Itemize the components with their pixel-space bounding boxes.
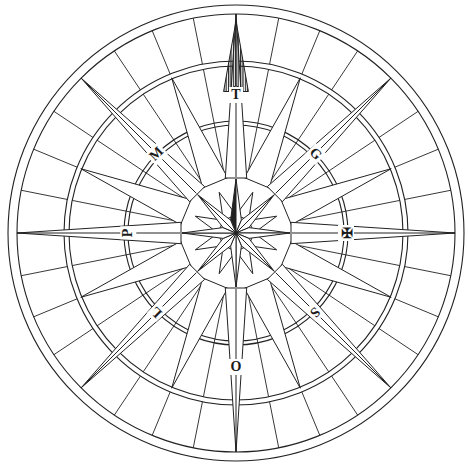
rhumb-line — [270, 18, 279, 64]
rhumb-line — [152, 392, 170, 435]
rhumb-line — [379, 329, 418, 355]
inner-star-point — [236, 233, 274, 271]
wind-letter: O — [229, 359, 244, 375]
rhumb-line — [193, 402, 202, 448]
wind-point — [81, 78, 205, 202]
rhumb-line — [270, 402, 279, 448]
wind-point — [225, 288, 246, 452]
compass-ring — [17, 14, 455, 452]
rhumb-line — [332, 51, 358, 90]
wind-letter: T — [229, 87, 242, 103]
rhumb-line — [54, 111, 93, 137]
rhumb-line — [54, 329, 93, 355]
rhumb-line — [193, 18, 202, 64]
north-spike — [224, 21, 249, 92]
wind-point-ridge — [276, 78, 391, 193]
inner-star-point — [236, 233, 274, 271]
inner-star-point — [198, 195, 236, 233]
rhumb-line — [152, 31, 170, 74]
rhumb-line — [21, 267, 67, 276]
wind-point-ridge — [81, 273, 196, 388]
inner-star-point — [198, 233, 236, 271]
rhumb-line — [405, 190, 451, 199]
rhumb-line — [395, 149, 438, 167]
wind-point-ridge — [276, 273, 391, 388]
rhumb-line — [379, 111, 418, 137]
rhumb-line — [114, 376, 140, 415]
inner-star-point — [198, 233, 236, 271]
wind-letter: ✠ — [338, 225, 354, 241]
inner-star-point — [236, 228, 290, 233]
wind-point — [291, 222, 455, 243]
rhumb-line — [114, 51, 140, 90]
wind-point-ridge — [292, 233, 455, 234]
wind-letter: P — [120, 227, 136, 240]
wind-point — [267, 264, 391, 388]
wind-point-ridge — [17, 233, 180, 234]
rhumb-line — [21, 190, 67, 199]
inner-star-point — [236, 195, 274, 233]
rhumb-line — [302, 392, 320, 435]
rhumb-line — [405, 267, 451, 276]
rhumb-line — [302, 31, 320, 74]
inner-star-point — [236, 195, 274, 233]
inner-star-point — [198, 195, 236, 233]
compass-ring — [8, 5, 464, 461]
rhumb-line — [332, 376, 358, 415]
rhumb-line — [34, 149, 77, 167]
wind-point — [81, 264, 205, 388]
inner-star-point — [236, 233, 241, 287]
wind-point-ridge — [81, 78, 196, 193]
rhumb-line — [395, 299, 438, 317]
wind-point — [267, 78, 391, 202]
inner-star-point — [182, 233, 236, 238]
wind-point — [17, 222, 181, 243]
rhumb-line — [34, 299, 77, 317]
